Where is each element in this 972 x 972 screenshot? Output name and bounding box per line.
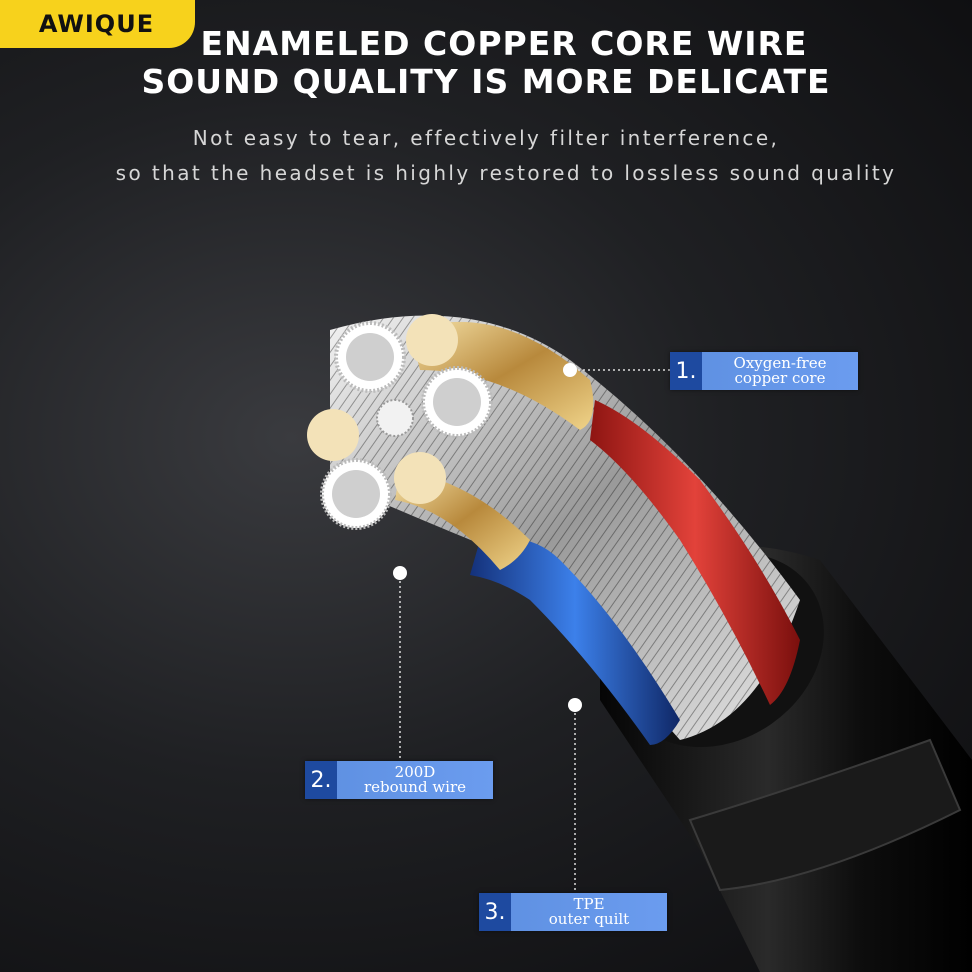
callout-text: TPE outer quilt (511, 893, 667, 931)
callout-tpe-outer-quilt: 3. TPE outer quilt (479, 893, 667, 931)
callout-text-line-1: Oxygen-free (733, 354, 827, 372)
callout-text-line-1: 200D (394, 763, 436, 781)
subheadline-line-2: so that the headset is highly restored t… (115, 161, 897, 185)
headline-line-2: SOUND QUALITY IS MORE DELICATE (141, 62, 831, 101)
leader-lines (393, 363, 670, 893)
headline-line-1: ENAMELED COPPER CORE WIRE (200, 24, 808, 63)
callout-oxygen-free-copper-core: 1. Oxygen-free copper core (670, 352, 858, 390)
callout-text: 200D rebound wire (337, 761, 493, 799)
callout-number: 2. (305, 761, 337, 799)
brand-logo: AWIQUE (0, 0, 195, 48)
callout-text-line-1: TPE (573, 895, 605, 913)
callout-rebound-wire: 2. 200D rebound wire (305, 761, 493, 799)
callout-text-line-2: rebound wire (363, 778, 467, 796)
strand-ends (307, 314, 493, 530)
callout-text: Oxygen-free copper core (702, 352, 858, 390)
callout-text-line-2: copper core (734, 369, 826, 387)
callout-number: 3. (479, 893, 511, 931)
subheadline-line-1: Not easy to tear, effectively filter int… (192, 126, 780, 150)
callout-text-line-2: outer quilt (548, 910, 630, 928)
callout-number: 1. (670, 352, 702, 390)
brand-logo-text: AWIQUE (38, 10, 155, 38)
